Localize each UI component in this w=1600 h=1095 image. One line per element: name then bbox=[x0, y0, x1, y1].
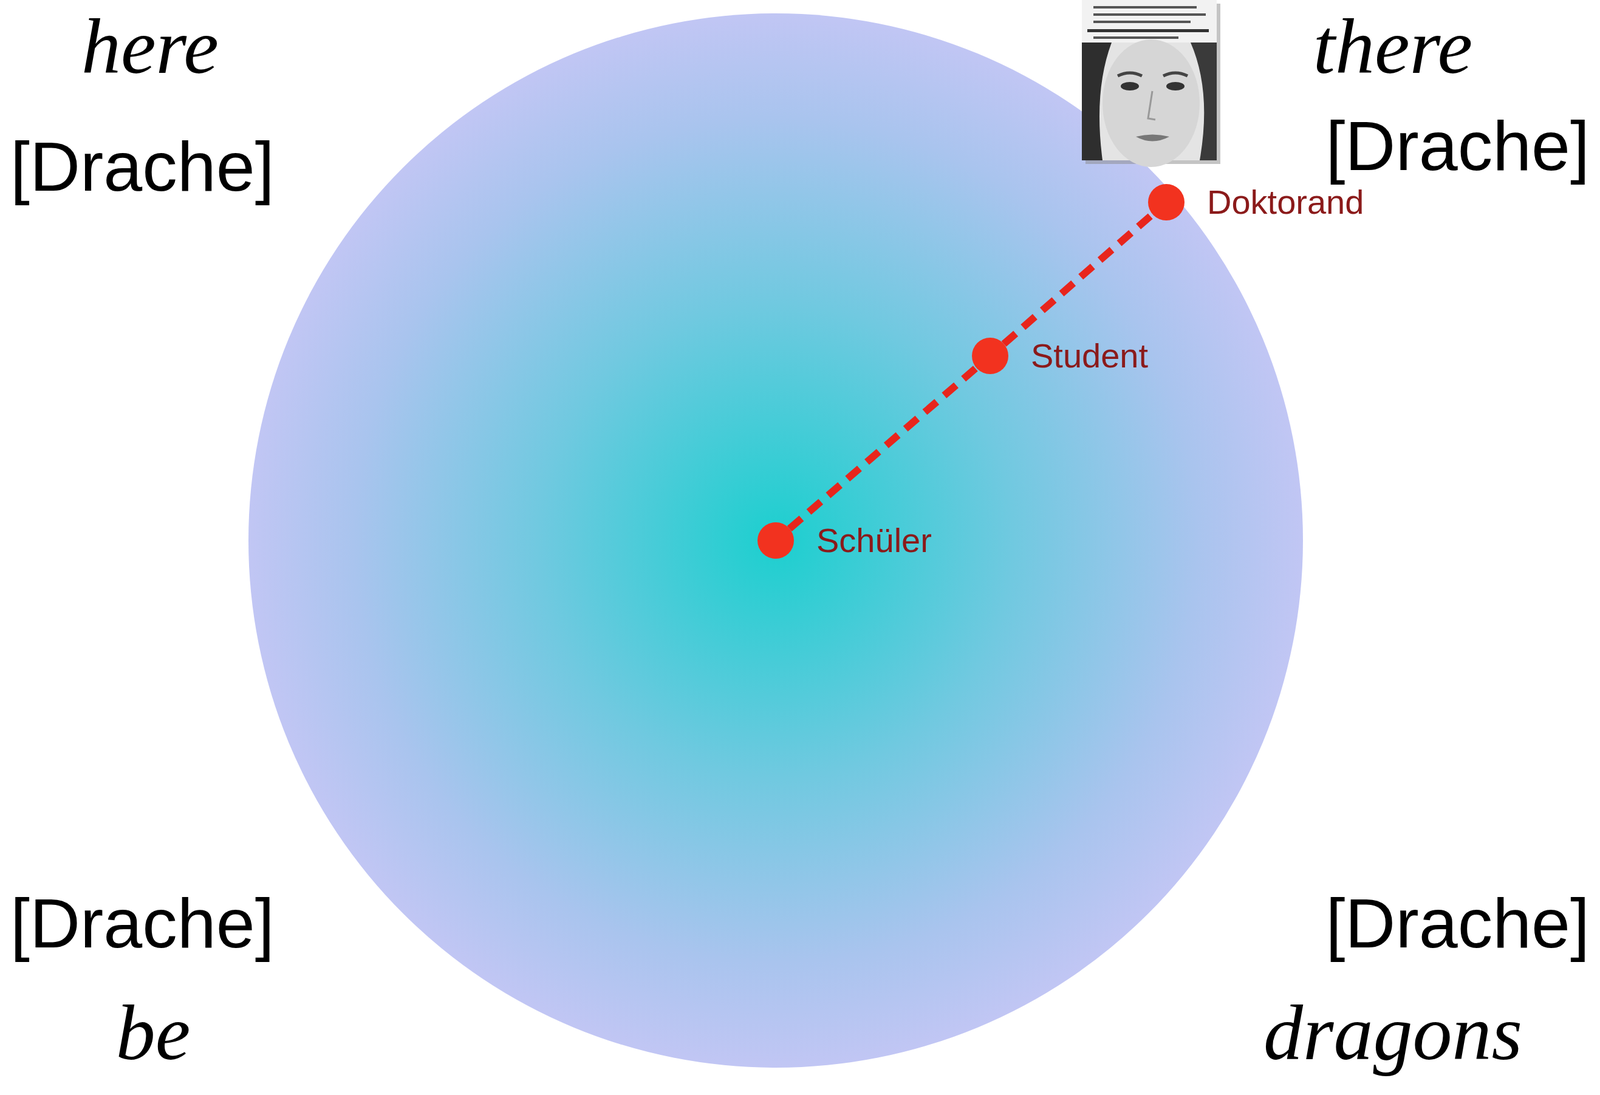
stage-dot: Doktorand bbox=[1148, 184, 1185, 221]
dragon-placeholder: [Drache] bbox=[1325, 103, 1590, 188]
corner-word: there bbox=[1313, 0, 1473, 94]
corner-word: here bbox=[81, 0, 219, 94]
corner-word: be bbox=[116, 985, 191, 1081]
path-connector bbox=[789, 368, 977, 530]
stage-label: Student bbox=[1030, 335, 1149, 377]
dot-shape bbox=[757, 522, 794, 559]
dragon-placeholder: [Drache] bbox=[1325, 881, 1590, 966]
dot-shape bbox=[1148, 184, 1185, 221]
stage-dot: Student bbox=[971, 337, 1009, 375]
corner-word: dragons bbox=[1263, 985, 1523, 1081]
dragon-placeholder: [Drache] bbox=[10, 881, 275, 966]
stage-label: Doktorand bbox=[1206, 181, 1364, 223]
dot-shape bbox=[971, 337, 1009, 375]
stage-dot: Schüler bbox=[757, 522, 794, 559]
path-connector bbox=[1004, 214, 1153, 345]
stage-label: Schüler bbox=[816, 519, 932, 561]
dragon-placeholder: [Drache] bbox=[10, 124, 275, 209]
